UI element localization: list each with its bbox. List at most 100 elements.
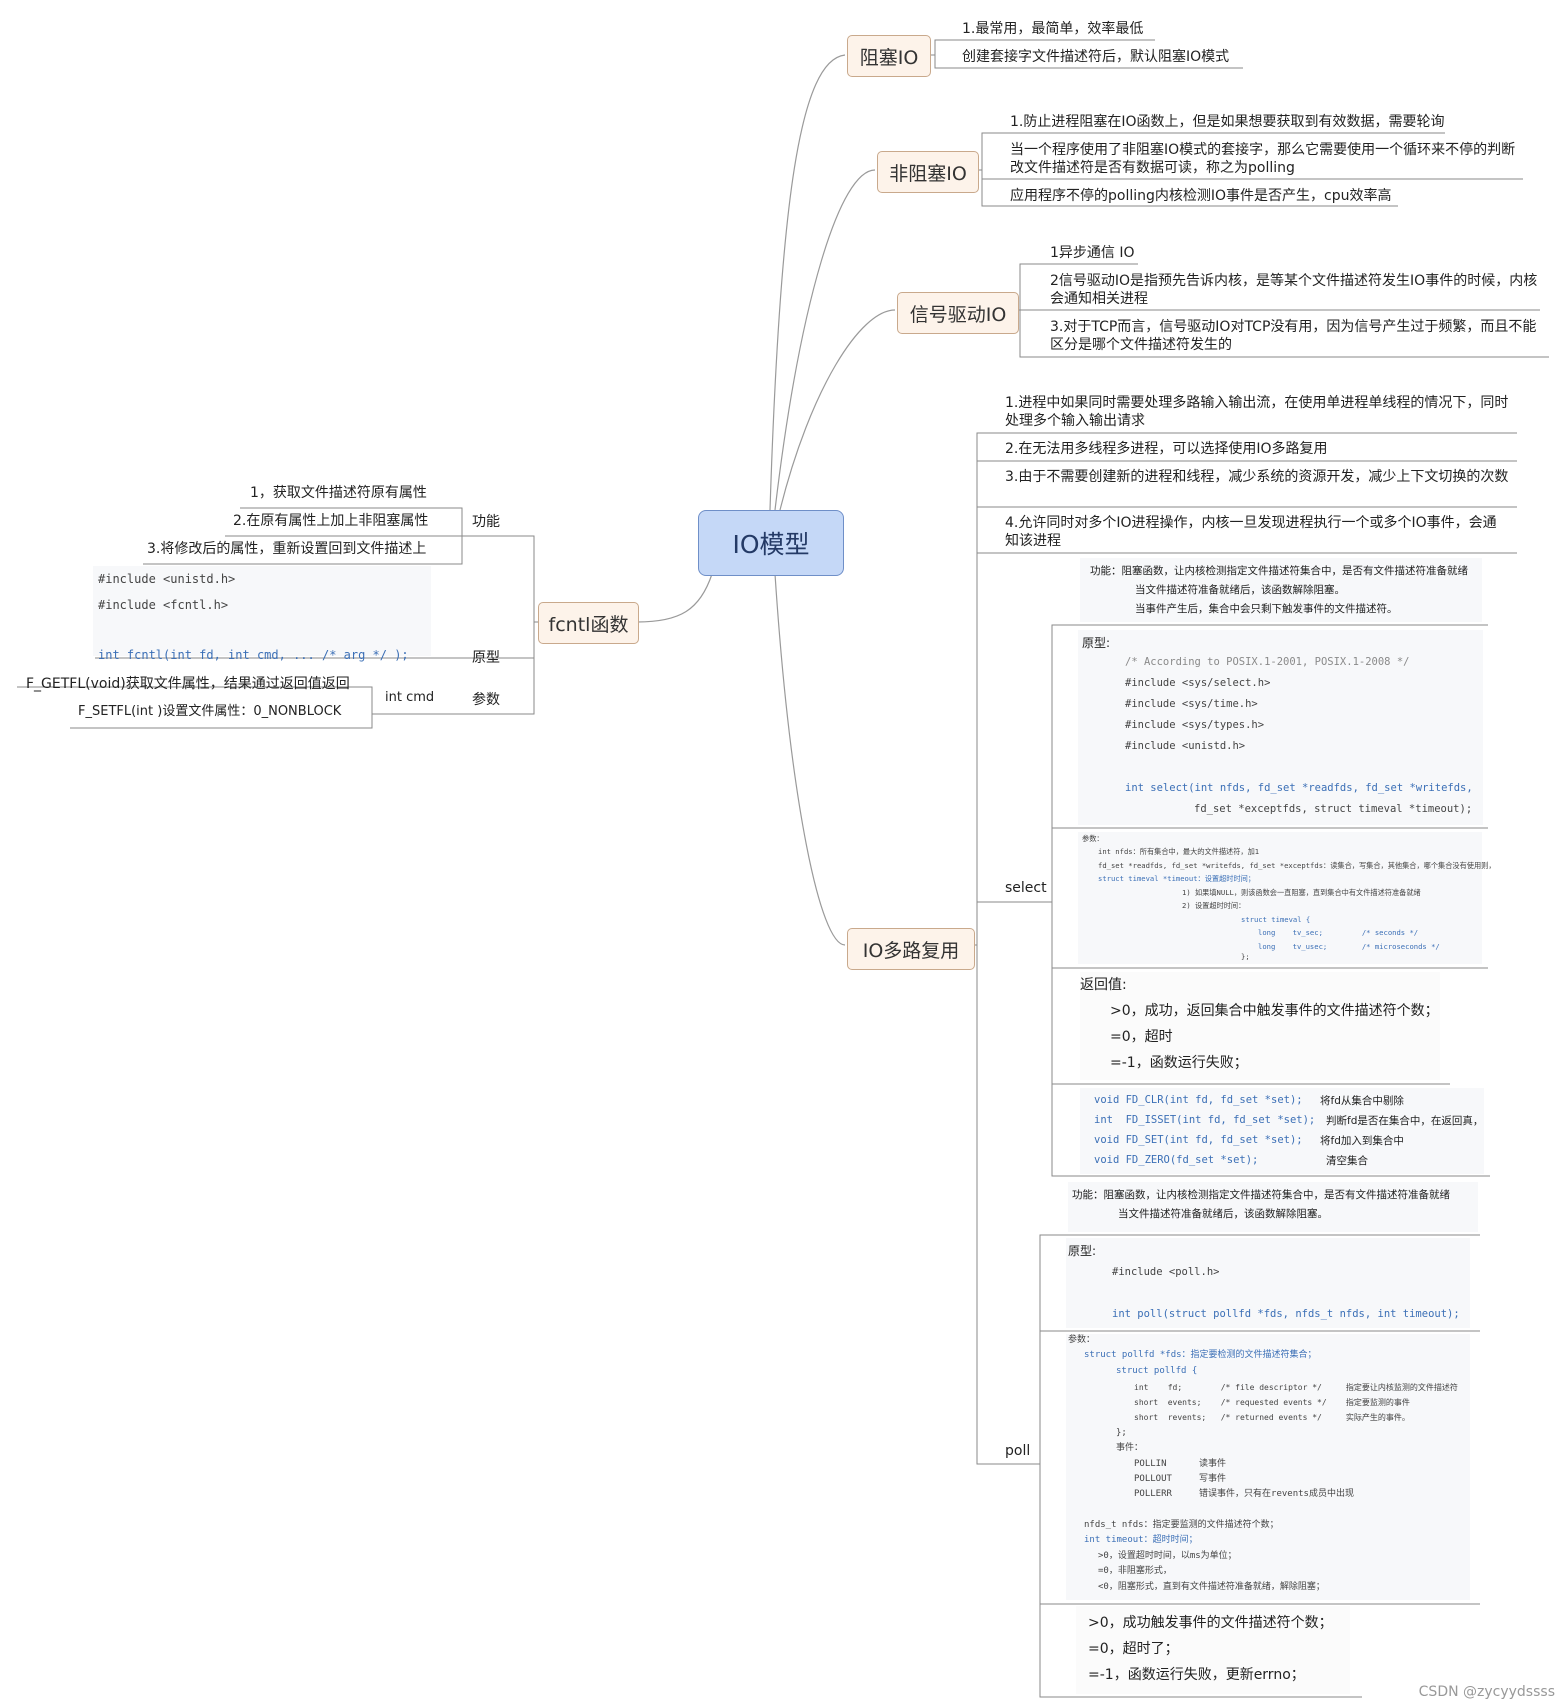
signal-item: 1异步通信 IO [1050, 245, 1135, 261]
poll-prototype-panel: 原型: #include <poll.h> int poll(struct po… [1066, 1238, 1470, 1328]
select-proto-line: #include <sys/types.h> [1125, 719, 1265, 731]
select-proto-line: #include <sys/select.h> [1125, 677, 1271, 689]
fcntl-proto-line: #include <fcntl.h> [98, 598, 229, 612]
poll-param-line: POLLIN 读事件 [1134, 1459, 1227, 1469]
poll-param-line: struct pollfd { [1116, 1366, 1198, 1376]
fcntl-cmd-item: F_GETFL(void)获取文件属性，结果通过返回值返回 [26, 676, 350, 692]
poll-proto-line: int poll(struct pollfd *fds, nfds_t nfds… [1112, 1308, 1460, 1320]
nonblocking-item: 当一个程序使用了非阻塞IO模式的套接字，那么它需要使用一个循环来不停的判断改文件… [1010, 142, 1516, 176]
select-label[interactable]: select [1005, 880, 1047, 896]
poll-function-panel: 功能：阻塞函数，让内核检测指定文件描述符集合中，是否有文件描述符准备就绪 当文件… [1068, 1182, 1478, 1232]
select-param-line: long tv_usec; /* microseconds */ [1258, 942, 1440, 951]
nonblocking-item: 1.防止进程阻塞在IO函数上，但是如果想要获取到有效数据，需要轮询 [1010, 114, 1445, 130]
fcntl-function-label[interactable]: 功能 [472, 514, 500, 530]
poll-param-line: <0，阻塞形式，直到有文件描述符准备就绪，解除阻塞； [1098, 1582, 1325, 1592]
poll-param-line: int fd; /* file descriptor */ 指定要让内核监测的文… [1134, 1383, 1458, 1392]
poll-param-line: 参数： [1068, 1335, 1096, 1345]
select-param-line: int nfds：所有集合中，最大的文件描述符，加1 [1098, 847, 1260, 856]
node-io-multiplexing-label: IO多路复用 [862, 939, 960, 962]
select-macro-code: void FD_ZERO(fd_set *set); [1094, 1154, 1259, 1166]
select-return-line: =-1，函数运行失败； [1110, 1055, 1248, 1071]
node-blocking-io-label: 阻塞IO [859, 46, 919, 69]
poll-param-line: POLLOUT 写事件 [1134, 1474, 1227, 1484]
select-macro-code: void FD_CLR(int fd, fd_set *set); [1094, 1094, 1303, 1106]
select-macros-panel: void FD_CLR(int fd, fd_set *set); 将fd从集合… [1080, 1088, 1484, 1174]
poll-param-line: short events; /* requested events */ 指定要… [1134, 1398, 1410, 1407]
select-params-panel: 参数： int nfds：所有集合中，最大的文件描述符，加1 fd_set *r… [1078, 832, 1496, 964]
select-param-line: long tv_sec; /* seconds */ [1258, 928, 1419, 937]
signal-item: 2信号驱动IO是指预先告诉内核，是等某个文件描述符发生IO事件的时候，内核会通知… [1050, 273, 1538, 307]
select-param-line: 参数： [1082, 834, 1104, 843]
select-func-line: 功能：阻塞函数，让内核检测指定文件描述符集合中，是否有文件描述符准备就绪 [1090, 565, 1468, 577]
node-nonblocking-io[interactable]: 非阻塞IO [877, 151, 979, 193]
poll-func-line: 当文件描述符准备就绪后，该函数解除阻塞。 [1118, 1208, 1328, 1220]
poll-params-panel: 参数： struct pollfd *fds：指定要检测的文件描述符集合； st… [1066, 1334, 1470, 1600]
select-macro-code: int FD_ISSET(int fd, fd_set *set); [1094, 1114, 1316, 1126]
multiplex-item: 1.进程中如果同时需要处理多路输入输出流，在使用单进程单线程的情况下，同时处理多… [1005, 395, 1509, 429]
fcntl-prototype-label[interactable]: 原型 [472, 650, 500, 666]
select-function-panel: 功能：阻塞函数，让内核检测指定文件描述符集合中，是否有文件描述符准备就绪 当文件… [1080, 558, 1482, 622]
poll-param-line: nfds_t nfds：指定要监测的文件描述符个数； [1084, 1520, 1279, 1530]
poll-return-panel: >0，成功触发事件的文件描述符个数； =0，超时了； =-1，函数运行失败，更新… [1076, 1606, 1350, 1694]
select-macro-desc: 将fd从集合中剔除 [1320, 1095, 1404, 1107]
root-node[interactable]: IO模型 [698, 510, 844, 576]
signal-item: 3.对于TCP而言，信号驱动IO对TCP没有用，因为信号产生过于频繁，而且不能区… [1050, 319, 1537, 353]
fcntl-prototype-panel: #include <unistd.h> #include <fcntl.h> i… [93, 566, 431, 662]
select-param-line: struct timeval *timeout：设置超时时间； [1098, 874, 1256, 883]
poll-proto-title: 原型: [1068, 1244, 1097, 1258]
select-proto-line: /* According to POSIX.1-2001, POSIX.1-20… [1125, 656, 1410, 668]
poll-param-line: }; [1116, 1428, 1127, 1438]
select-param-line: 1) 如果填NULL，则该函数会一直阻塞，直到集合中有文件描述符准备就绪 [1182, 888, 1421, 897]
select-param-line: 2) 设置超时时间： [1182, 901, 1246, 910]
select-func-line: 当文件描述符准备就绪后，该函数解除阻塞。 [1135, 584, 1345, 596]
multiplex-item: 2.在无法用多线程多进程，可以选择使用IO多路复用 [1005, 441, 1328, 457]
select-proto-line: int select(int nfds, fd_set *readfds, fd… [1125, 782, 1473, 794]
poll-func-line: 功能：阻塞函数，让内核检测指定文件描述符集合中，是否有文件描述符准备就绪 [1072, 1189, 1450, 1201]
blocking-item: 1.最常用，最简单，效率最低 [962, 21, 1144, 37]
select-return-title: 返回值: [1080, 977, 1127, 993]
fcntl-function-item: 3.将修改后的属性，重新设置回到文件描述上 [147, 541, 427, 557]
poll-param-line: int timeout：超时时间； [1084, 1535, 1198, 1545]
nonblocking-item: 应用程序不停的polling内核检测IO事件是否产生，cpu效率高 [1010, 188, 1392, 204]
fcntl-params-label[interactable]: 参数 [472, 692, 500, 708]
fcntl-cmd-item: F_SETFL(int )设置文件属性：0_NONBLOCK [78, 704, 342, 719]
watermark: CSDN @zycyydssss [1418, 1684, 1555, 1700]
fcntl-cmd-label[interactable]: int cmd [385, 690, 435, 705]
select-macro-desc: 清空集合 [1326, 1155, 1368, 1167]
poll-proto-line: #include <poll.h> [1112, 1266, 1220, 1278]
select-return-line: =0，超时 [1110, 1029, 1173, 1045]
poll-param-line: struct pollfd *fds：指定要检测的文件描述符集合； [1084, 1350, 1317, 1360]
fcntl-function-item: 1，获取文件描述符原有属性 [250, 485, 427, 501]
select-return-panel: 返回值: >0，成功，返回集合中触发事件的文件描述符个数； =0，超时 =-1，… [1080, 972, 1440, 1080]
poll-return-line: =-1，函数运行失败，更新errno； [1088, 1667, 1305, 1683]
select-param-line: struct timeval { [1241, 915, 1311, 924]
select-macro-code: void FD_SET(int fd, fd_set *set); [1094, 1134, 1303, 1146]
select-param-line: fd_set *readfds, fd_set *writefds, fd_se… [1098, 861, 1496, 870]
select-proto-line: #include <unistd.h> [1125, 740, 1246, 752]
node-fcntl[interactable]: fcntl函数 [538, 602, 639, 644]
fcntl-proto-line: #include <unistd.h> [98, 572, 236, 586]
select-func-line: 当事件产生后，集合中会只剩下触发事件的文件描述符。 [1135, 603, 1398, 615]
node-nonblocking-io-label: 非阻塞IO [889, 162, 967, 185]
select-param-line: }; [1241, 952, 1250, 961]
fcntl-function-item: 2.在原有属性上加上非阻塞属性 [233, 513, 429, 529]
blocking-item: 创建套接字文件描述符后，默认阻塞IO模式 [962, 49, 1230, 65]
node-signal-io[interactable]: 信号驱动IO [897, 292, 1019, 334]
select-macro-desc: 判断fd是否在集合中，在返回真， [1326, 1115, 1484, 1127]
node-blocking-io[interactable]: 阻塞IO [847, 35, 931, 77]
poll-return-line: >0，成功触发事件的文件描述符个数； [1088, 1615, 1333, 1631]
fcntl-proto-line: int fcntl(int fd, int cmd, ... /* arg */… [98, 648, 409, 662]
node-signal-io-label: 信号驱动IO [909, 303, 1007, 326]
node-io-multiplexing[interactable]: IO多路复用 [847, 928, 975, 970]
select-macro-desc: 将fd加入到集合中 [1320, 1135, 1404, 1147]
poll-return-line: =0，超时了； [1088, 1641, 1179, 1657]
multiplex-item: 4.允许同时对多个IO进程操作，内核一旦发现进程执行一个或多个IO事件，会通知该… [1005, 515, 1497, 549]
select-prototype-panel: 原型: /* According to POSIX.1-2001, POSIX.… [1078, 630, 1483, 825]
select-proto-line: #include <sys/time.h> [1125, 698, 1258, 710]
root-label: IO模型 [732, 530, 810, 559]
select-proto-title: 原型: [1082, 636, 1111, 650]
poll-param-line: short revents; /* returned events */ 实际产… [1134, 1413, 1410, 1422]
poll-label[interactable]: poll [1005, 1443, 1031, 1459]
poll-param-line: =0，非阻塞形式， [1098, 1566, 1172, 1576]
